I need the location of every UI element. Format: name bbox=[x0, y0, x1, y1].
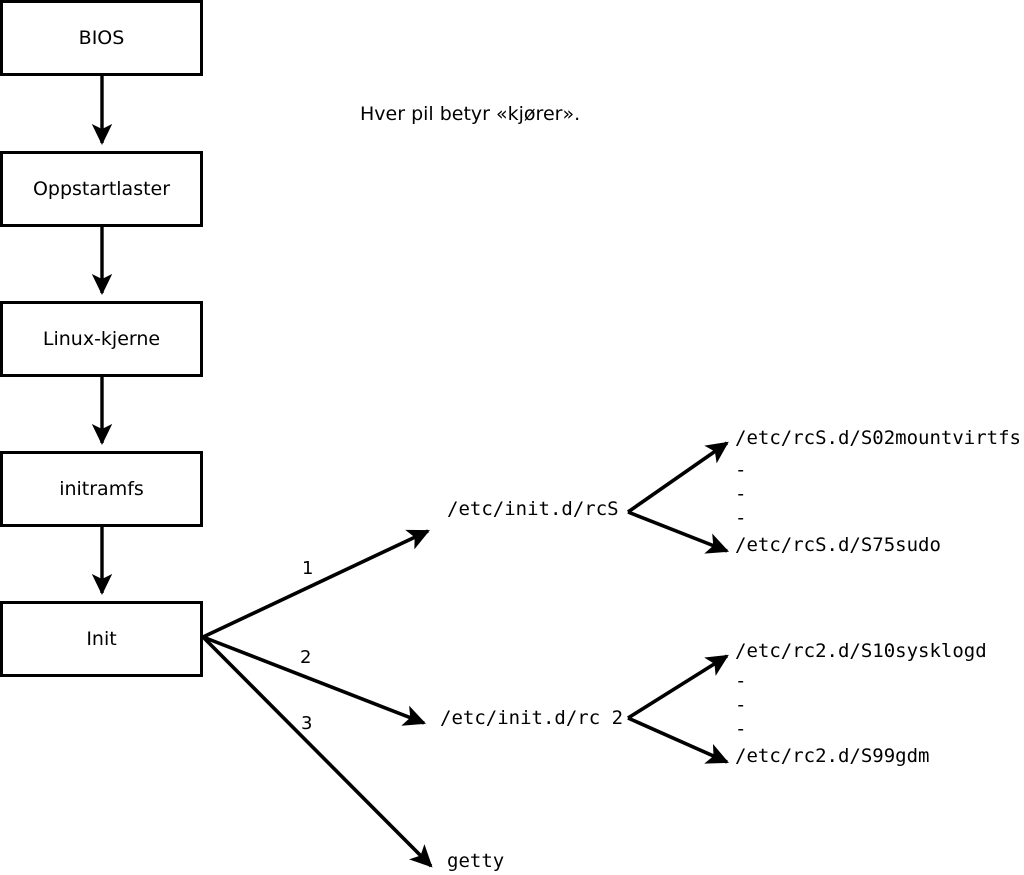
node-bios-label: BIOS bbox=[78, 26, 125, 49]
edge-rc2-to-last-script bbox=[627, 716, 729, 764]
target-rc2-script: /etc/init.d/rc 2 bbox=[440, 707, 624, 729]
rc2-first-script: /etc/rc2.d/S10sysklogd bbox=[735, 640, 987, 662]
rcs-ellipsis-dash-1: - bbox=[735, 459, 747, 481]
edge-label-2: 2 bbox=[300, 647, 312, 668]
node-initramfs-label: initramfs bbox=[59, 477, 144, 500]
rc2-ellipsis-dash-2: - bbox=[735, 694, 747, 716]
node-bootloader-label: Oppstartlaster bbox=[32, 177, 171, 200]
node-bootloader: Oppstartlaster bbox=[0, 151, 203, 227]
edge-init-to-rcs bbox=[202, 529, 430, 639]
rcs-last-script: /etc/rcS.d/S75sudo bbox=[735, 534, 941, 556]
node-linux-kernel: Linux-kjerne bbox=[0, 301, 203, 377]
rcs-ellipsis-dash-2: - bbox=[735, 483, 747, 505]
node-bios: BIOS bbox=[0, 0, 203, 76]
rc2-ellipsis-dash-3: - bbox=[735, 718, 747, 740]
edge-rc2-to-first-script bbox=[627, 654, 729, 720]
edge-init-to-rc2 bbox=[202, 635, 427, 726]
rc2-ellipsis-dash-1: - bbox=[735, 670, 747, 692]
node-init: Init bbox=[0, 601, 203, 677]
diagram-caption: Hver pil betyr «kjører». bbox=[360, 103, 581, 125]
rcs-first-script: /etc/rcS.d/S02mountvirtfs bbox=[735, 427, 1021, 449]
edge-rcs-to-last-script bbox=[627, 510, 730, 554]
edge-label-3: 3 bbox=[301, 713, 313, 734]
target-rcs-script: /etc/init.d/rcS bbox=[447, 498, 619, 520]
edge-rcs-to-first-script bbox=[626, 441, 729, 514]
target-getty: getty bbox=[447, 850, 505, 872]
edge-label-1: 1 bbox=[302, 558, 314, 579]
node-initramfs: initramfs bbox=[0, 451, 203, 527]
edge-init-to-getty bbox=[201, 635, 433, 868]
rcs-ellipsis-dash-3: - bbox=[735, 507, 747, 529]
node-init-label: Init bbox=[86, 627, 117, 650]
rc2-last-script: /etc/rc2.d/S99gdm bbox=[735, 745, 930, 767]
node-linux-kernel-label: Linux-kjerne bbox=[42, 327, 161, 350]
